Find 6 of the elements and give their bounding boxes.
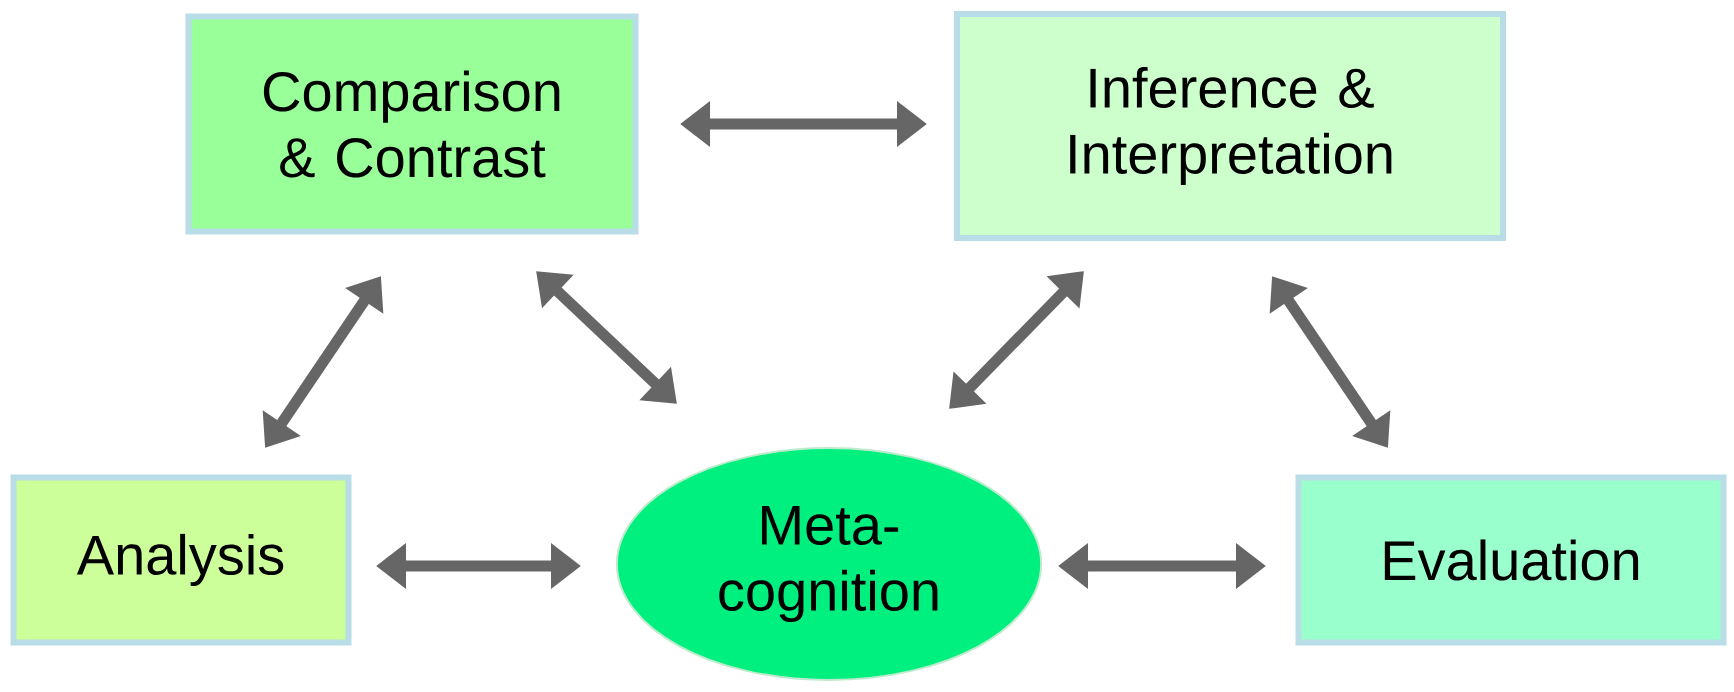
- double-arrow: [536, 271, 677, 404]
- process-box: Evaluation: [1295, 474, 1727, 646]
- process-box: Inference & Interpretation: [954, 11, 1506, 241]
- process-box: Analysis: [10, 474, 352, 646]
- double-arrow: [949, 271, 1084, 409]
- process-box: Comparison & Contrast: [185, 13, 639, 235]
